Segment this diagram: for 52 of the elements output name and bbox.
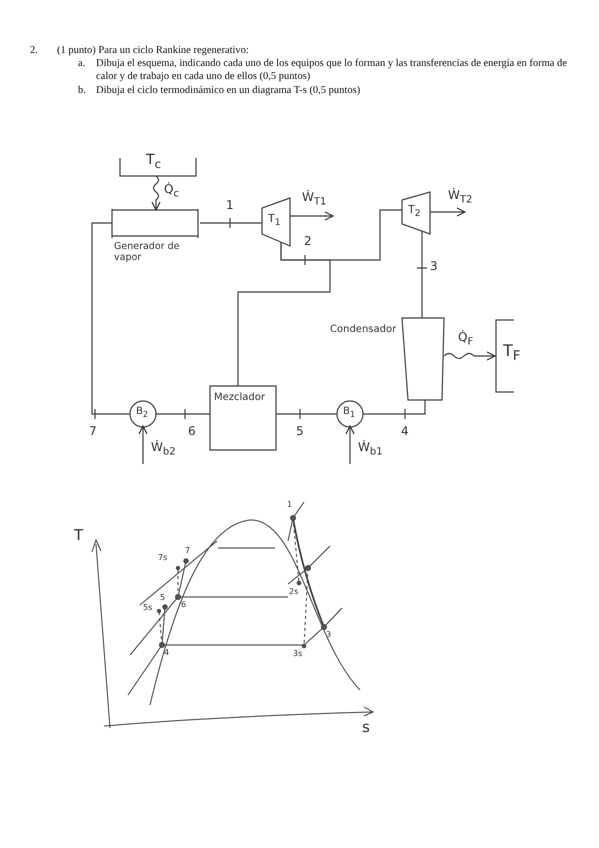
reservoir-label: T$_{c}$ [146, 152, 161, 172]
edge-label: Ẇ$_{T1}$ [302, 190, 326, 208]
equipment-label: Mezclador [214, 392, 266, 404]
item-letter: a. [78, 57, 86, 70]
turbine-label: T$_{2}$ [408, 204, 421, 220]
state-label: 3 [326, 630, 332, 639]
pipe-line [91, 222, 131, 420]
edge-label: 6 [188, 424, 196, 438]
pipe-line [199, 217, 263, 229]
item-letter: b. [78, 84, 86, 97]
edge-label: 1 [226, 198, 234, 212]
edge-label: 7 [89, 424, 97, 438]
edge-label: Q̇$_{F}$ [458, 330, 474, 348]
state-label: 3s [293, 649, 302, 658]
state-label: 5s [143, 603, 152, 612]
state-label: 7s [158, 553, 168, 562]
edge-label: Q̇$_{c}$ [164, 182, 179, 200]
state-label: 6 [181, 600, 186, 609]
instruction-text: Dibuja el ciclo termodinámico en un diagrama T-s (0,5 puntos) [96, 84, 360, 97]
instruction-text: Dibuja el esquema, indicando cada uno de los equipos que lo forman y las transferencias de energía en forma de calor y de trabajo en cada uno de ellos (0,5 puntos) [96, 57, 568, 83]
pump-label: B$_{1}$ [343, 406, 356, 420]
pipe-line [237, 241, 331, 387]
axis-label: T [74, 526, 84, 544]
pipe-line [362, 399, 426, 420]
work-arrow [290, 211, 334, 221]
state-label: 5 [160, 593, 166, 602]
state-number: 2 [304, 234, 312, 248]
axis-label: s [362, 718, 370, 736]
heat-flow-arrow [151, 176, 161, 211]
pipe-line [275, 408, 338, 420]
state-label: 4 [164, 648, 170, 657]
pipe-line [155, 408, 211, 420]
reservoir-label: T$_{F}$ [503, 342, 520, 364]
question-number: 2. [30, 44, 38, 57]
state-label: 7 [185, 546, 190, 555]
equipment-label: Condensador [330, 324, 396, 336]
state-label: 1 [287, 500, 292, 509]
edge-label: Ẇ$_{b1}$ [358, 440, 383, 458]
pipe-line [416, 230, 428, 319]
work-arrow [138, 425, 148, 464]
equipment-label: Generador de vapor [114, 242, 180, 264]
edge-label: Ẇ$_{T2}$ [448, 188, 472, 206]
question-text: (1 punto) Para un ciclo Rankine regenerativo: [57, 44, 249, 57]
work-arrow [345, 425, 355, 464]
edge-label: Ẇ$_{b2}$ [151, 440, 176, 458]
pump-label: B$_{2}$ [136, 406, 148, 420]
state-label: 2s [289, 587, 298, 596]
edge-label: 4 [401, 424, 409, 438]
edge-label: 5 [296, 424, 304, 438]
turbine-label: T$_{1}$ [268, 213, 281, 229]
edge-label: 3 [430, 259, 438, 273]
work-arrow [430, 207, 466, 217]
